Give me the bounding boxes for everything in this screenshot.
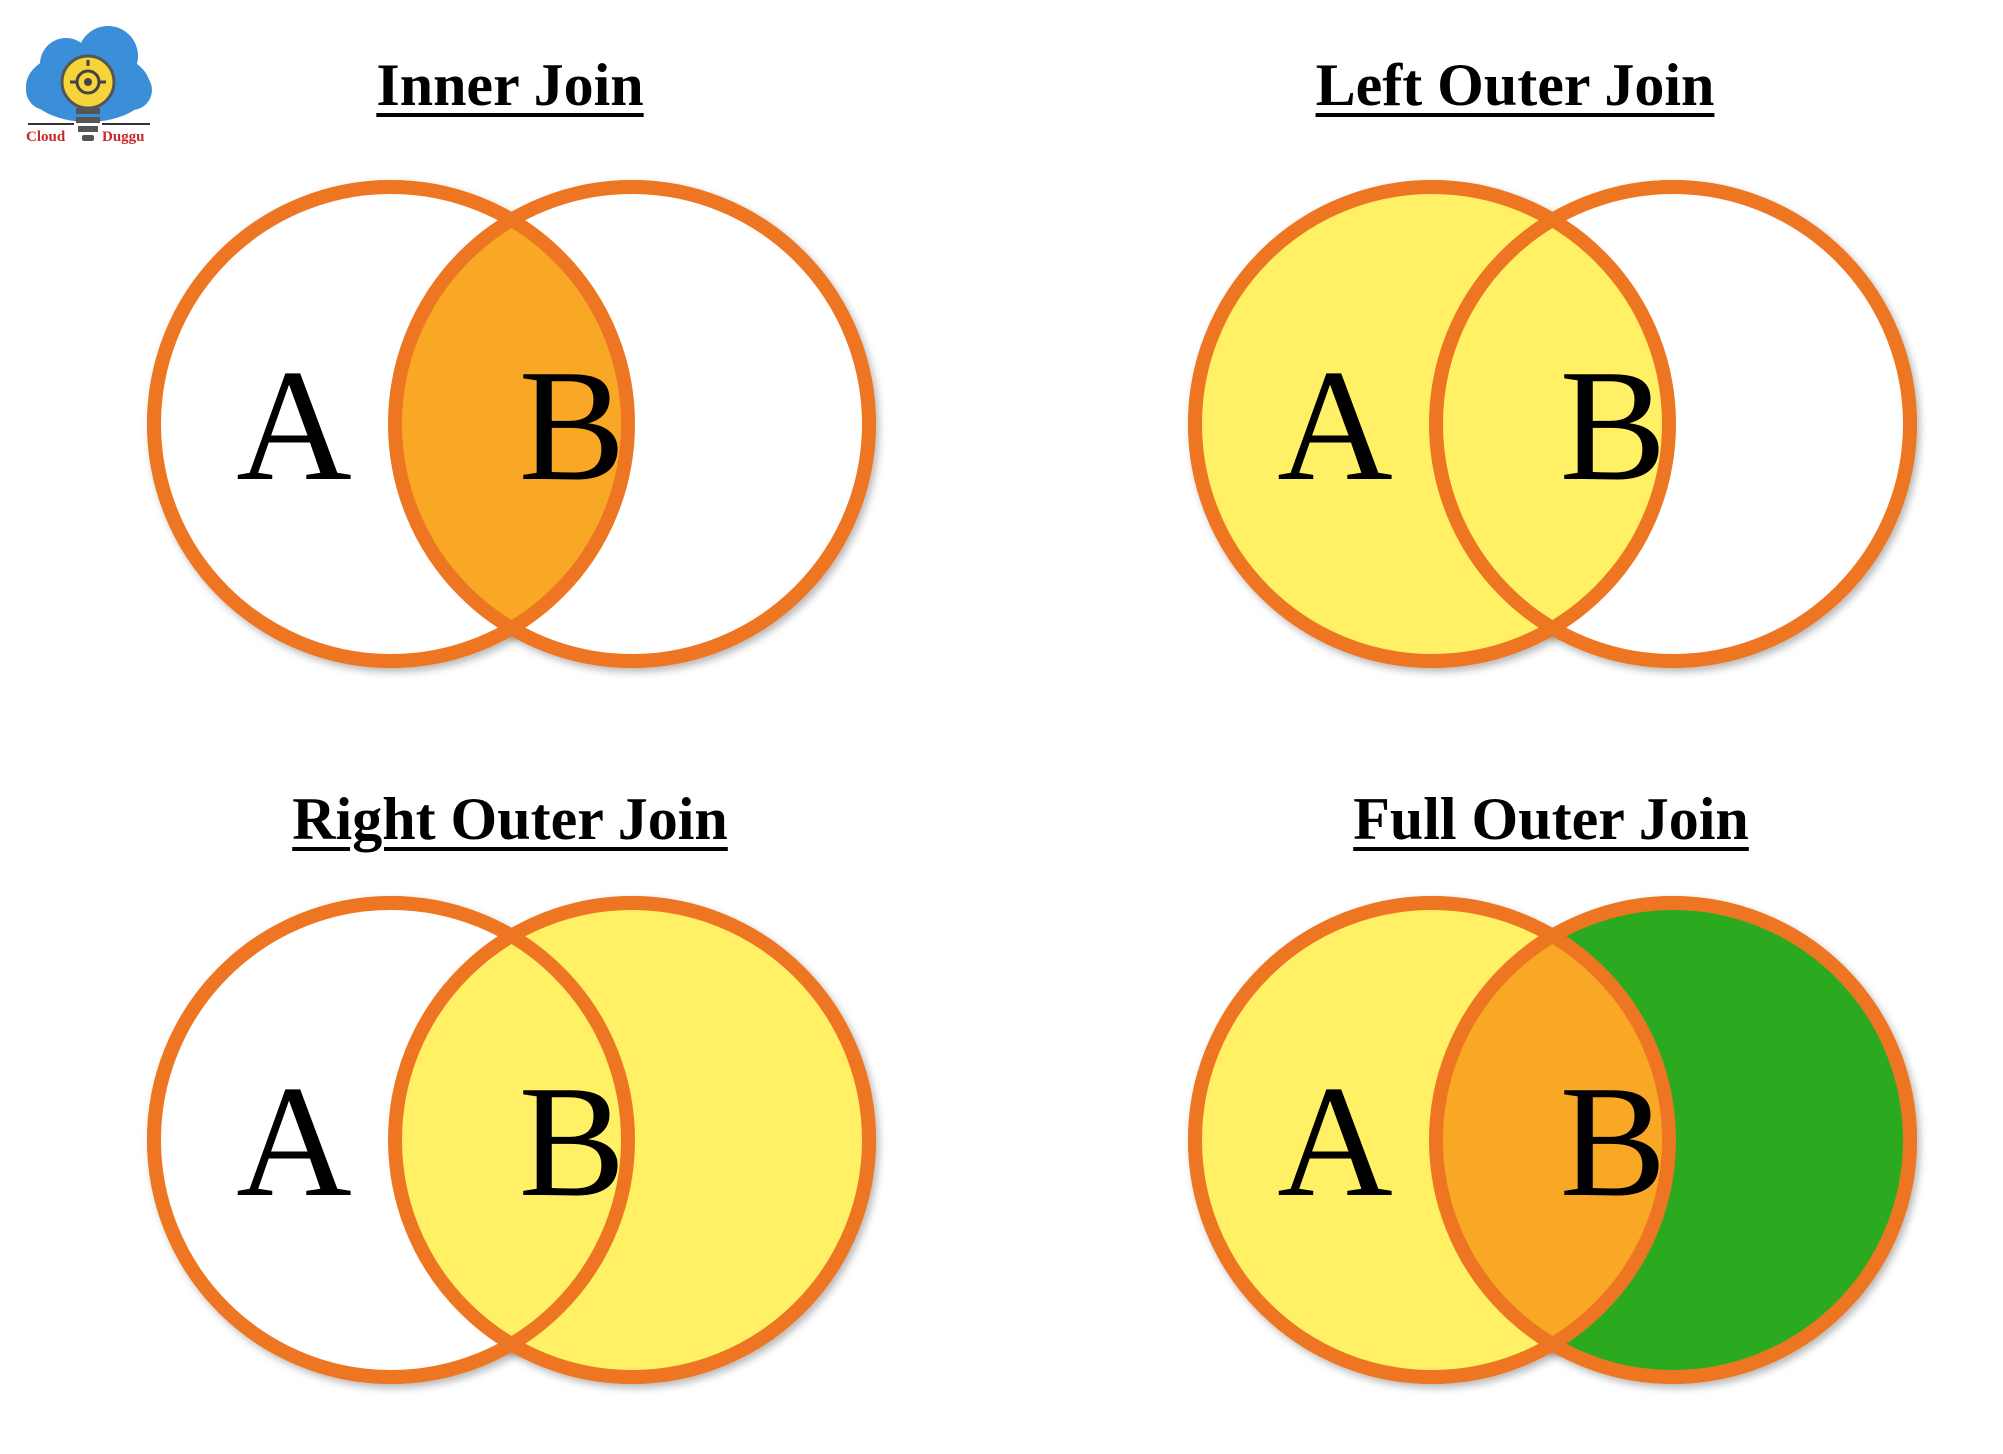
right-outer-join-title: Right Outer Join [292, 786, 728, 852]
set-b-label: B [519, 1052, 626, 1230]
region-intersection [1435, 219, 1669, 629]
logo-text-right: Duggu [102, 129, 145, 145]
set-a-label: A [1277, 336, 1393, 514]
region-intersection [394, 219, 628, 629]
set-b-circle [388, 896, 876, 1384]
set-a-label: A [236, 336, 352, 514]
set-b-circle [1429, 180, 1917, 668]
set-a-circle [147, 896, 635, 1384]
set-a-circle [1188, 180, 1676, 668]
full-outer-join-title: Full Outer Join [1353, 786, 1749, 852]
lightbulb-icon [60, 54, 116, 141]
left-outer-join-title: Left Outer Join [1315, 52, 1715, 118]
region-intersection [1436, 935, 1669, 1345]
set-a-label: A [236, 1052, 352, 1230]
set-b-label: B [519, 336, 626, 514]
set-b-circle [1429, 896, 1917, 1384]
cloudduggu-logo: Cloud Duggu [26, 26, 152, 145]
set-a-circle [147, 180, 635, 668]
set-a-circle [1188, 896, 1676, 1384]
set-b-label: B [1560, 336, 1667, 514]
region-intersection [395, 935, 628, 1345]
set-b-label: B [1560, 1052, 1667, 1230]
inner-join-title: Inner Join [376, 52, 644, 118]
set-a-label: A [1277, 1052, 1393, 1230]
logo-text-left: Cloud [26, 129, 66, 145]
set-b-circle [388, 180, 876, 668]
